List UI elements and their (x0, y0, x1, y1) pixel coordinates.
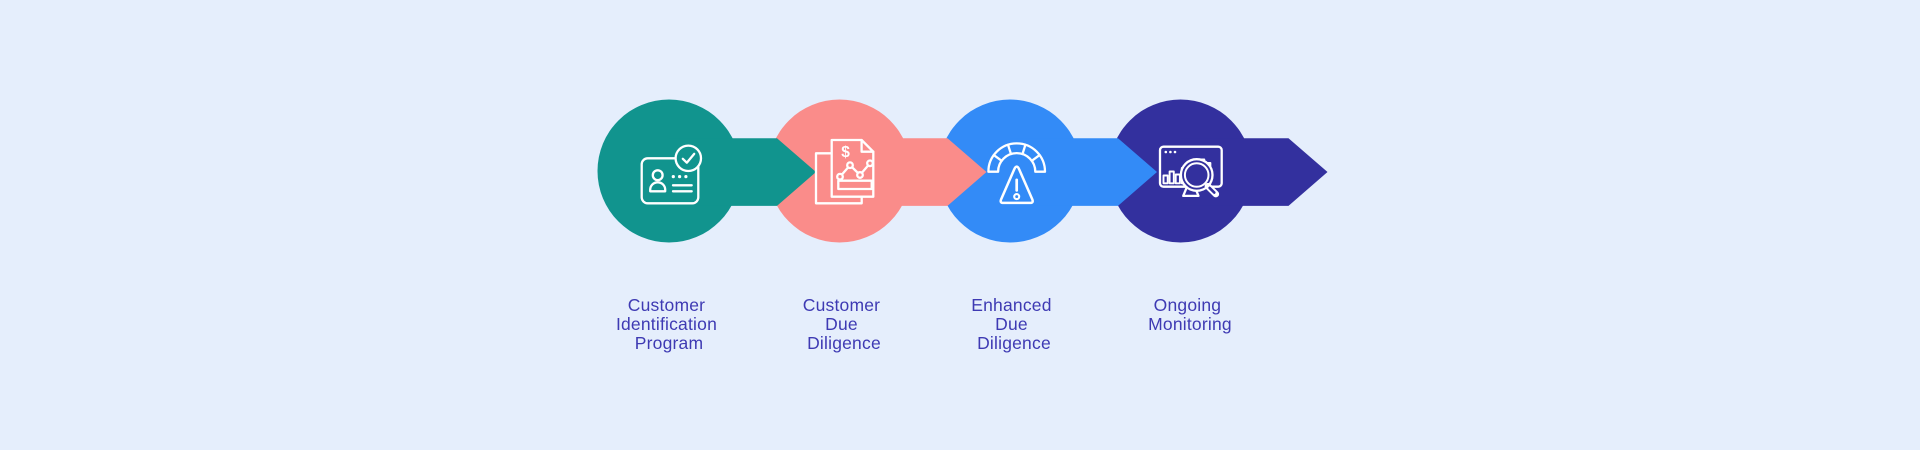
check-mark (681, 152, 696, 164)
step-4-arrow (1180, 138, 1328, 206)
magnifier-handle-fill (1208, 186, 1216, 194)
monitor-magnifier-icon (1158, 145, 1223, 198)
step-1-arrow (669, 138, 816, 206)
step-1-label: Customer Identification Program (616, 295, 722, 353)
id-card-text-lines (671, 184, 693, 193)
step-2-arrow (839, 138, 987, 206)
person-shoulders (649, 181, 667, 193)
step-3-arrow (1010, 138, 1157, 206)
gauge-band (987, 142, 1047, 173)
id-card-outline (640, 157, 700, 205)
page-fold (860, 138, 875, 153)
exclamation-dot (1013, 193, 1021, 201)
step-labels: Customer Identification Program Customer… (616, 295, 1232, 353)
step-3-label: Enhanced Due Diligence (971, 295, 1056, 353)
step-2-label: Customer Due Diligence (803, 295, 886, 353)
person-head (651, 169, 664, 182)
trend-points (836, 159, 874, 181)
id-card-verified-icon (640, 144, 703, 205)
financial-report-icon: $ (814, 138, 875, 205)
gauge-segments (992, 143, 1041, 162)
trend-line (838, 162, 872, 178)
dollar-glyph: $ (841, 144, 850, 161)
magnifier-lens-inner (1183, 162, 1210, 188)
id-card-dots (671, 175, 688, 179)
check-badge (674, 144, 703, 173)
risk-gauge-warning-icon (987, 142, 1047, 205)
browser-dots (1164, 150, 1177, 154)
summary-bar (837, 179, 873, 191)
step-4-label: Ongoing Monitoring (1148, 295, 1232, 334)
